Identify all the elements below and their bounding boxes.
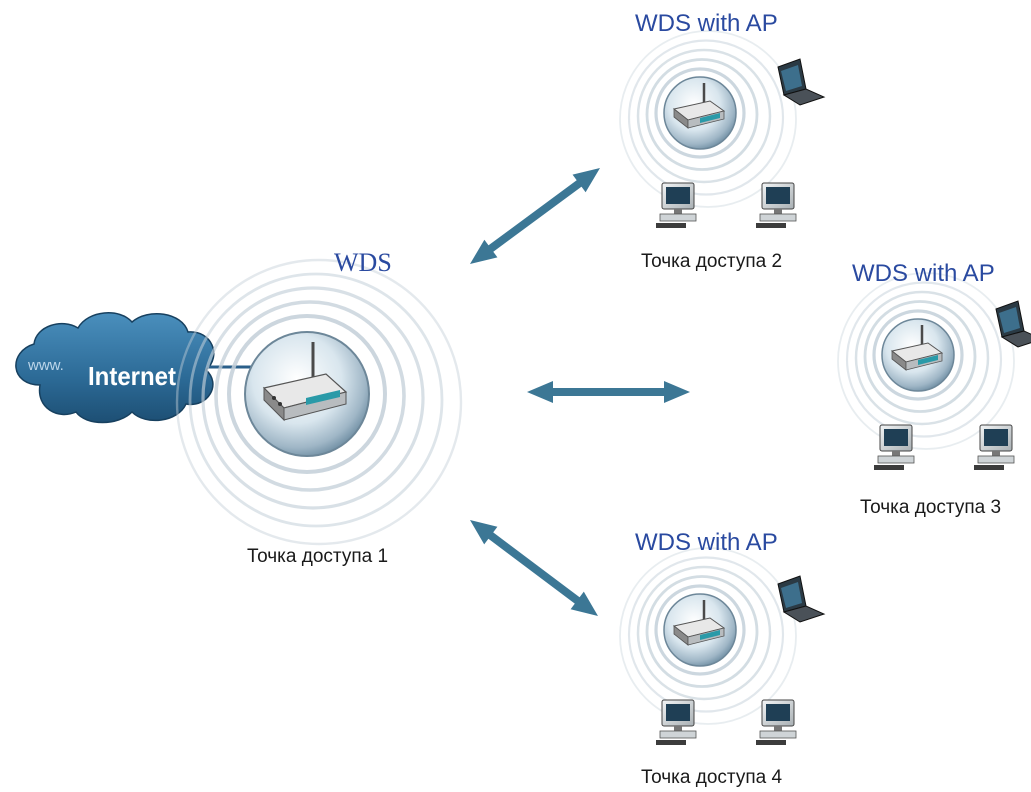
hub-wireless-signal-icon (175, 258, 463, 546)
wds-links (470, 168, 690, 616)
access-point-3 (837, 272, 1031, 470)
router-icon (663, 76, 737, 150)
ap-2-title: WDS with AP (635, 10, 778, 37)
laptop-icon (995, 300, 1031, 348)
ap-3-caption: Точка доступа 3 (860, 497, 1002, 518)
desktop-computer-icon (756, 182, 797, 228)
ap-2-caption: Точка доступа 2 (641, 251, 783, 272)
desktop-computer-icon (756, 699, 797, 745)
wireless-signal-icon (619, 547, 797, 725)
double-arrow-icon (470, 168, 600, 264)
wireless-signal-icon (837, 272, 1015, 450)
ap-4-title: WDS with AP (635, 529, 778, 556)
wireless-signal-icon (619, 30, 797, 208)
hub-caption: Точка доступа 1 (247, 546, 389, 567)
internet-www-prefix: www. (27, 357, 64, 374)
desktop-computer-icon (874, 424, 915, 470)
access-point-2 (619, 30, 826, 228)
desktop-computer-icon (656, 182, 697, 228)
access-point-4 (619, 547, 826, 745)
hub-router-icon (244, 331, 370, 457)
hub-title: WDS (334, 248, 392, 277)
internet-cloud-icon (15, 312, 215, 424)
internet-label: Internet (88, 361, 176, 391)
desktop-computer-icon (656, 699, 697, 745)
laptop-icon (777, 575, 826, 623)
double-arrow-icon (527, 381, 690, 403)
laptop-icon (777, 58, 826, 106)
router-icon (663, 593, 737, 667)
double-arrow-icon (470, 520, 598, 616)
desktop-computer-icon (974, 424, 1015, 470)
router-icon (881, 318, 955, 392)
ap-3-title: WDS with AP (852, 260, 995, 287)
ap-4-caption: Точка доступа 4 (641, 767, 783, 788)
